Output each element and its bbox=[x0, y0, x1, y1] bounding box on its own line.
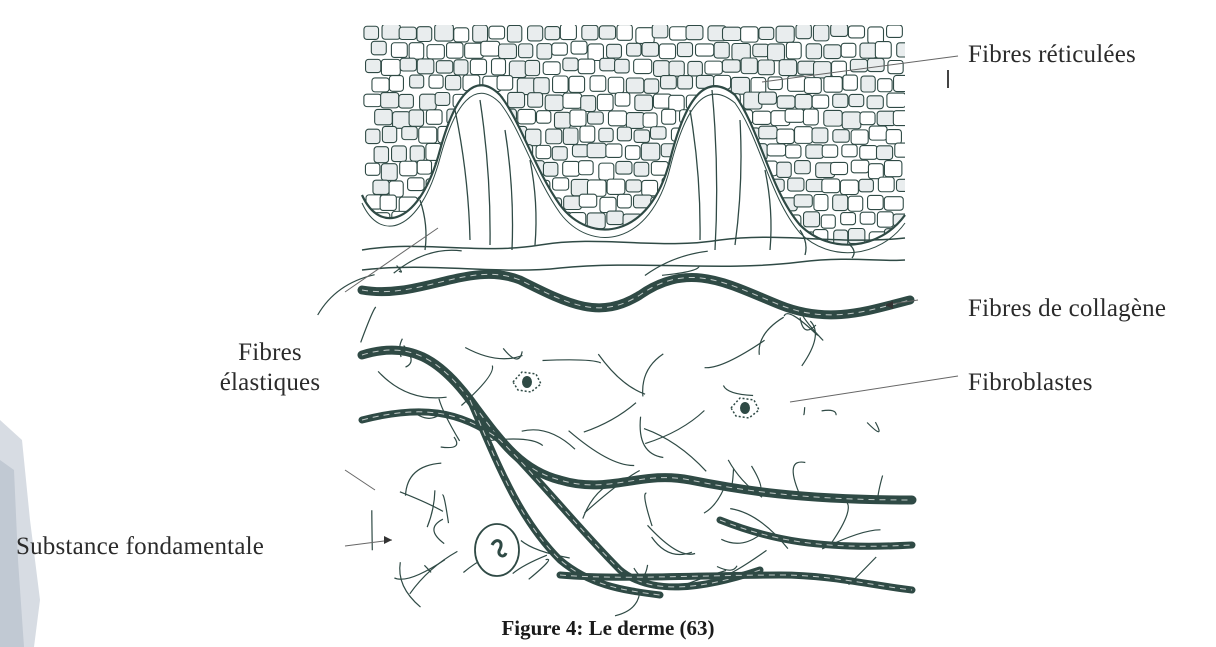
collagen-bundles bbox=[362, 274, 912, 595]
label-fibres-collagene: Fibres de collagène bbox=[968, 294, 1166, 324]
label-fibres-elastiques-line1: Fibres bbox=[190, 338, 350, 368]
label-substance-fondamentale: Substance fondamentale bbox=[16, 532, 264, 562]
label-fibres-elastiques: Fibres élastiques bbox=[190, 338, 350, 398]
fibroblast-cells bbox=[475, 372, 759, 576]
figure-caption: Figure 4: Le derme (63) bbox=[0, 616, 1216, 641]
label-fibres-reticulees: Fibres réticulées bbox=[968, 40, 1136, 70]
label-fibres-elastiques-line2: élastiques bbox=[190, 368, 350, 398]
epidermis-cell-layer bbox=[362, 24, 915, 253]
label-fibroblastes: Fibroblastes bbox=[968, 368, 1093, 398]
